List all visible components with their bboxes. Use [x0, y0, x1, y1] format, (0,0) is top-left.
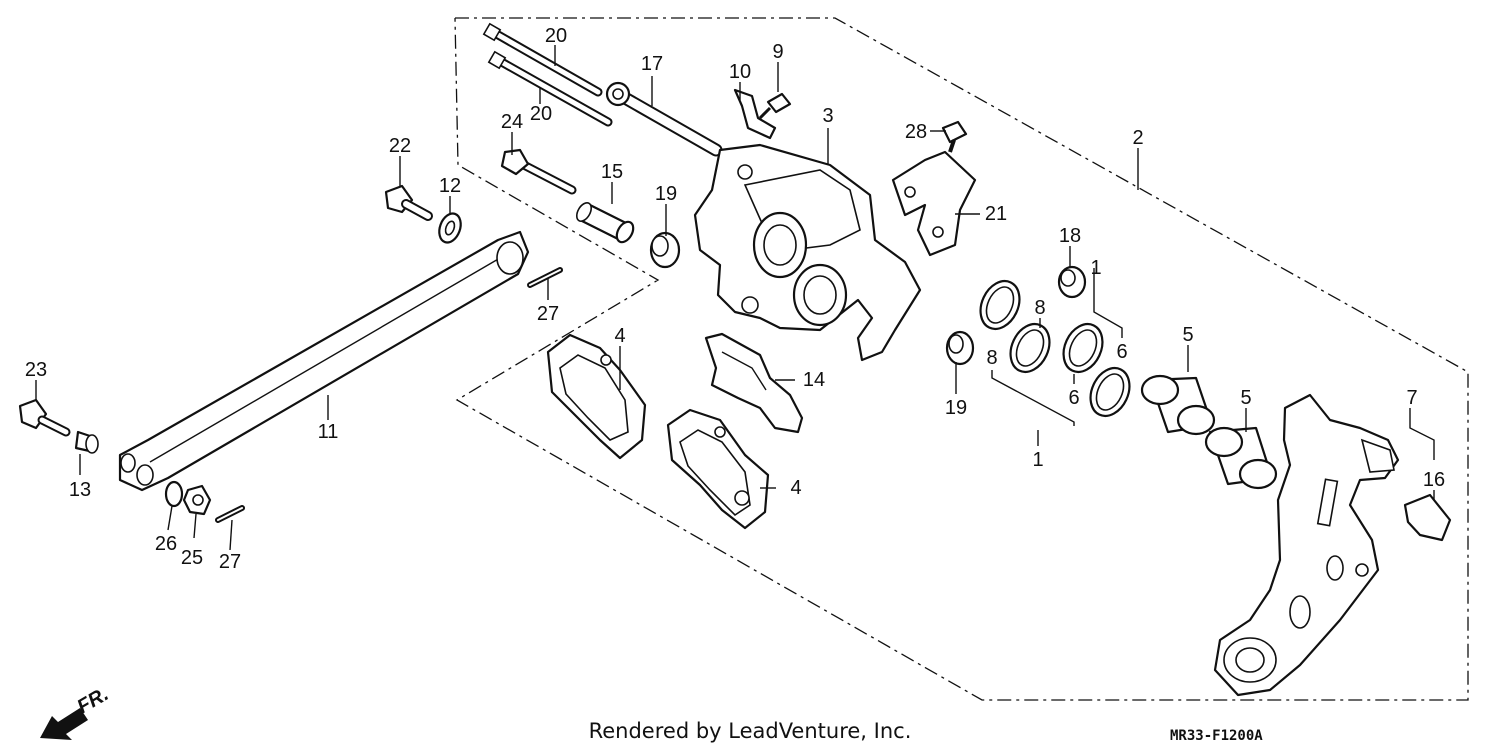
sleeve-15	[575, 202, 635, 244]
callout-14: 14	[803, 369, 825, 391]
washer-26	[164, 480, 184, 508]
callout-9: 9	[772, 41, 783, 63]
pad-spring	[704, 332, 804, 434]
callout-5-lower: 5	[1240, 387, 1251, 409]
callout-19-lower: 19	[945, 397, 967, 419]
piston-lower	[1204, 426, 1278, 490]
seal-8-b	[1009, 322, 1051, 374]
cotter-pin-upper	[527, 267, 563, 288]
callout-28: 28	[905, 121, 927, 143]
pin-bolt-upper	[482, 22, 603, 97]
bolt-22	[384, 184, 433, 221]
cotter-pin-lower	[215, 505, 245, 523]
torque-rod	[118, 230, 530, 492]
callout-10: 10	[729, 61, 751, 83]
callout-11: 11	[318, 421, 339, 443]
callout-23: 23	[25, 359, 47, 381]
callout-27-upper: 27	[537, 303, 559, 325]
callout-1-lower: 1	[1032, 449, 1043, 471]
nut-25	[182, 484, 212, 516]
piston-upper	[1140, 374, 1216, 436]
bolt-24	[500, 148, 577, 195]
slide-pin	[605, 81, 723, 157]
callout-4-upper: 4	[614, 325, 625, 347]
assembly-outline	[454, 17, 1469, 701]
collar-13	[74, 430, 99, 454]
caliper-bracket	[1213, 393, 1400, 697]
bolt-28	[941, 120, 968, 153]
callout-6-upper: 6	[1116, 341, 1127, 363]
callout-27-lower: 27	[219, 551, 241, 573]
boot-19-lower	[945, 330, 975, 366]
callout-17: 17	[641, 53, 663, 75]
washer-12	[438, 212, 462, 244]
callout-20-lower: 20	[530, 103, 552, 125]
callout-5-upper: 5	[1182, 324, 1193, 346]
bolt-9	[758, 92, 792, 120]
seal-6-a	[1062, 322, 1104, 374]
callout-7: 7	[1406, 387, 1417, 409]
clip-16	[1403, 493, 1452, 542]
callout-2: 2	[1132, 127, 1143, 149]
bracket-plate-21	[891, 150, 977, 257]
callout-1-upper: 1	[1090, 257, 1101, 279]
callout-4-lower: 4	[790, 477, 801, 499]
callout-18: 18	[1059, 225, 1081, 247]
callout-25: 25	[181, 547, 203, 569]
seal-6-b	[1089, 366, 1131, 418]
brake-pad-upper	[546, 333, 647, 460]
callout-20-upper: 20	[545, 25, 567, 47]
leader-lines	[35, 45, 1435, 551]
callout-3: 3	[822, 105, 833, 127]
callout-15: 15	[601, 161, 623, 183]
front-arrow-icon	[40, 708, 88, 740]
callout-13: 13	[69, 479, 91, 501]
callout-16: 16	[1423, 469, 1445, 491]
brake-pad-lower	[666, 408, 770, 530]
callout-6-lower: 6	[1068, 387, 1079, 409]
cap-18	[1057, 265, 1087, 299]
callout-21: 21	[985, 203, 1007, 225]
pin-bolt-lower	[487, 50, 613, 127]
callout-labels: 20 20 17 10 9 3 28 2 24 22 12 15 19 21 1…	[25, 25, 1445, 573]
render-credit: Rendered by LeadVenture, Inc.	[589, 719, 912, 743]
callout-19-upper: 19	[655, 183, 677, 205]
callout-8-upper: 8	[1034, 297, 1045, 319]
boot-19-upper	[649, 231, 681, 269]
clip-10	[733, 88, 777, 140]
caliper-body	[693, 143, 922, 362]
bolt-23	[18, 398, 71, 437]
callout-8-lower: 8	[986, 347, 997, 369]
seal-8-a	[979, 279, 1021, 331]
callout-26: 26	[155, 533, 177, 555]
drawing-code: MR33-F1200A	[1170, 728, 1263, 744]
callout-12: 12	[439, 175, 461, 197]
callout-24: 24	[501, 111, 523, 133]
callout-22: 22	[389, 135, 411, 157]
